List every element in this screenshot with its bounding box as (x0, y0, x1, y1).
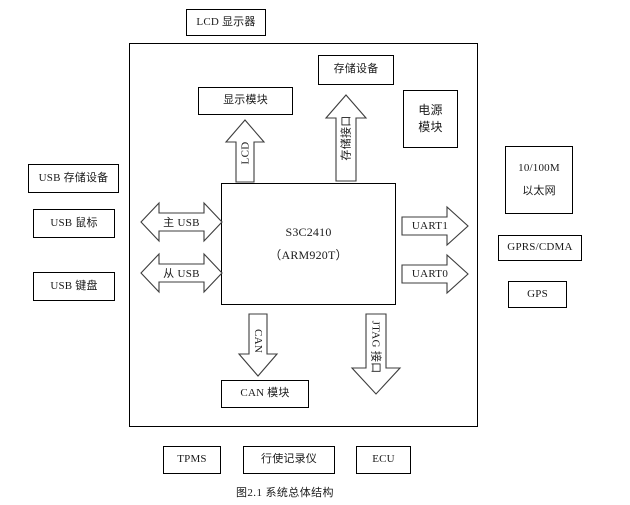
node-label: CAN 模块 (240, 387, 290, 400)
node-label: USB 存储设备 (38, 171, 109, 184)
node-storage-device[interactable]: 存储设备 (318, 55, 394, 85)
arrow-label: UART1 (411, 220, 449, 232)
arrow-lcd-interface (224, 118, 266, 184)
node-usb-storage-device[interactable]: USB 存储设备 (28, 164, 119, 193)
arrow-up-icon (224, 119, 266, 183)
node-can-module[interactable]: CAN 模块 (221, 380, 309, 408)
node-label: 显示模块 (223, 94, 268, 107)
node-label: USB 鼠标 (50, 216, 98, 229)
arrow-can-bus (237, 312, 279, 378)
arrow-uart0-label-wrap: UART0 (400, 253, 460, 295)
node-ecu[interactable]: ECU (356, 446, 411, 474)
arrow-uart1 (400, 205, 470, 247)
arrow-label: 从 USB (163, 268, 200, 280)
node-label-line1: 10/100M (518, 161, 560, 174)
node-label: LCD 显示器 (196, 15, 256, 28)
arrow-storage-interface-label-wrap: 存储接口 (324, 93, 368, 183)
arrow-usb-device (139, 251, 224, 295)
node-label-line1: 电源 (418, 102, 443, 117)
arrow-label: LCD (239, 141, 251, 165)
node-label: GPRS/CDMA (507, 241, 573, 254)
cpu-label-line1: S3C2410 (285, 225, 332, 240)
arrow-bidirectional-icon (140, 252, 223, 294)
arrow-jtag-interface (350, 312, 402, 396)
node-label: USB 键盘 (50, 279, 98, 292)
arrow-jtag-interface-label-wrap: JTAG 接口 (350, 312, 402, 382)
figure-caption: 图2.1 系统总体结构 (236, 487, 334, 499)
node-ethernet[interactable]: 10/100M 以太网 (505, 146, 573, 214)
node-label: 行使记录仪 (261, 453, 317, 466)
arrow-up-icon (324, 94, 368, 182)
arrow-label: 主 USB (163, 217, 200, 229)
arrow-uart1-label-wrap: UART1 (400, 205, 460, 247)
node-label-line2: 以太网 (522, 185, 556, 197)
arrow-can-bus-label-wrap: CAN (237, 312, 279, 370)
node-cpu-s3c2410[interactable]: S3C2410 （ARM920T） (221, 183, 396, 305)
node-usb-mouse[interactable]: USB 鼠标 (33, 209, 115, 238)
arrow-right-icon (401, 253, 469, 295)
node-display-module[interactable]: 显示模块 (198, 87, 293, 115)
node-driving-recorder[interactable]: 行使记录仪 (243, 446, 335, 474)
arrow-bidirectional-icon (140, 201, 223, 243)
arrow-label: UART0 (411, 268, 449, 280)
arrow-usb-host (139, 200, 224, 244)
arrow-usb-host-label-wrap: 主 USB (139, 200, 224, 244)
node-label-line2: 模块 (418, 120, 443, 134)
arrow-label: JTAG 接口 (369, 320, 382, 374)
arrow-down-icon (350, 313, 402, 395)
arrow-usb-device-label-wrap: 从 USB (139, 251, 224, 295)
arrow-right-icon (401, 205, 469, 247)
node-label: GPS (527, 287, 548, 300)
node-tpms[interactable]: TPMS (163, 446, 221, 474)
arrow-label: 存储接口 (341, 115, 354, 161)
node-lcd-display[interactable]: LCD 显示器 (186, 9, 266, 36)
arrow-uart0 (400, 253, 470, 295)
node-gprs-cdma[interactable]: GPRS/CDMA (498, 235, 582, 261)
arrow-lcd-interface-label-wrap: LCD (224, 122, 266, 184)
node-label: 存储设备 (333, 63, 379, 76)
node-power-module[interactable]: 电源 模块 (403, 90, 458, 148)
arrow-storage-interface (324, 93, 368, 183)
cpu-label-line2: （ARM920T） (269, 248, 348, 262)
arrow-label: CAN (252, 328, 264, 354)
node-usb-keyboard[interactable]: USB 键盘 (33, 272, 115, 301)
node-label: TPMS (177, 453, 207, 466)
node-gps[interactable]: GPS (508, 281, 567, 308)
node-label: ECU (372, 453, 395, 466)
arrow-down-icon (237, 313, 279, 377)
